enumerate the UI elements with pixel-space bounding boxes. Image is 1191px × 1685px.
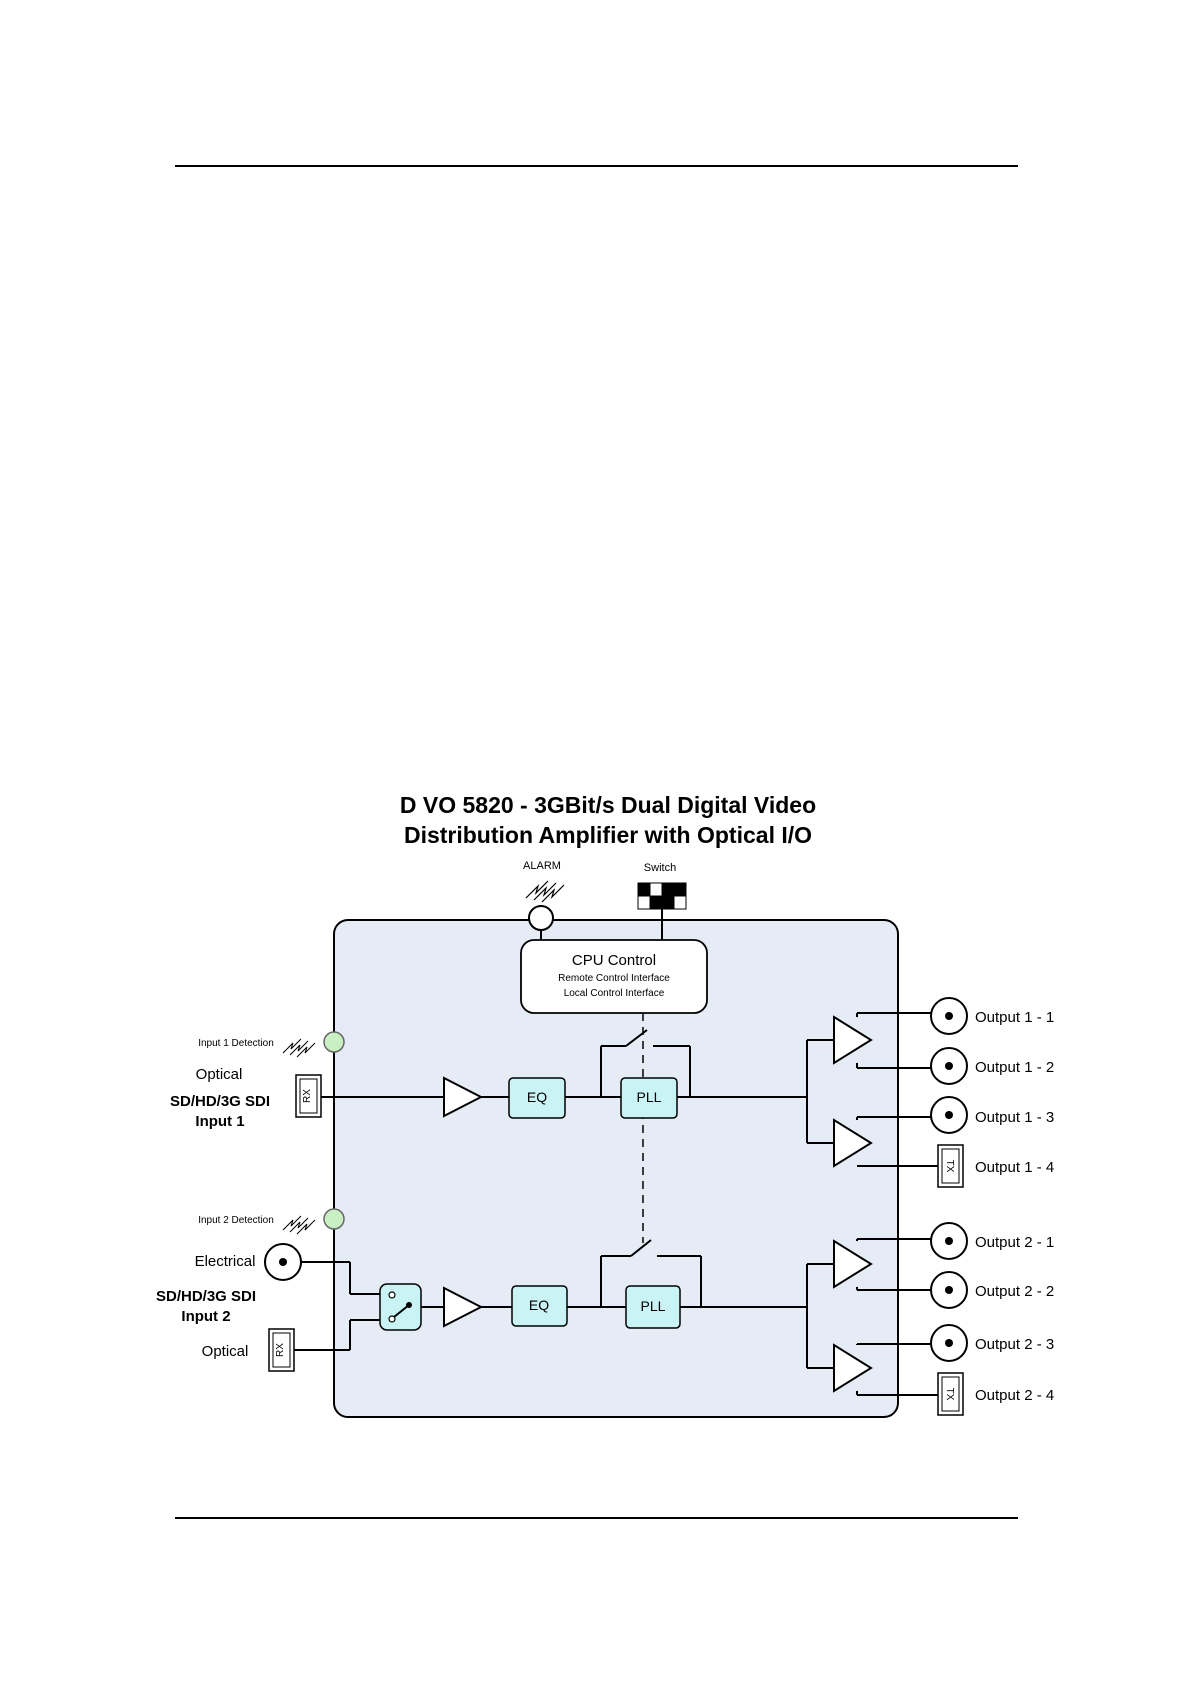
- input2-format-label: SD/HD/3G SDI: [156, 1288, 256, 1305]
- switch-label: Switch: [644, 862, 676, 874]
- input2-electrical-label: Electrical: [195, 1253, 256, 1270]
- pll1-label: PLL: [637, 1089, 662, 1105]
- input2-bnc-icon: [264, 1243, 302, 1281]
- eq1-block: [508, 1077, 566, 1119]
- output2-2-bnc-icon: [930, 1271, 968, 1309]
- header-rule: [175, 165, 1018, 167]
- input1-detection-led: [323, 1031, 345, 1053]
- output2-4-label: Output 2 - 4: [975, 1387, 1054, 1404]
- output1-4-tx-connector: TX: [937, 1144, 964, 1188]
- channel1-signal-path: [321, 1012, 938, 1167]
- output1-3-label: Output 1 - 3: [975, 1109, 1054, 1126]
- output2-4-tx-label: TX: [944, 1388, 955, 1401]
- cpu-title: CPU Control: [572, 952, 656, 969]
- channel2-signal-path: [294, 1238, 938, 1396]
- input2-optical-label: Optical: [202, 1343, 249, 1360]
- input1-amplifier: [443, 1076, 484, 1118]
- output1-4-tx-label: TX: [944, 1160, 955, 1173]
- input1-detection-label: Input 1 Detection: [198, 1038, 274, 1049]
- input1-name-label: Input 1: [195, 1113, 244, 1130]
- input1-detection-signal-icon: [282, 1038, 316, 1058]
- alarm-signal-icon: [525, 880, 565, 903]
- output2-3-bnc-icon: [930, 1324, 968, 1362]
- pll2-block: [625, 1285, 681, 1329]
- output1-1-label: Output 1 - 1: [975, 1009, 1054, 1026]
- diagram-title-line2: Distribution Amplifier with Optical I/O: [404, 822, 812, 848]
- alarm-label: ALARM: [523, 860, 561, 872]
- dip-switch-icon: [637, 882, 687, 910]
- cpu-line2: Local Control Interface: [564, 988, 665, 999]
- output2-amplifier-a: [833, 1239, 873, 1289]
- input1-rx-label: RX: [302, 1089, 313, 1103]
- output1-1-bnc-icon: [930, 997, 968, 1035]
- cpu-control-block: [520, 939, 708, 1014]
- diagram-title-line1: D VO 5820 - 3GBit/s Dual Digital Video: [400, 792, 816, 818]
- input1-type-label: Optical: [196, 1066, 243, 1083]
- input1-rx-connector: RX: [295, 1074, 322, 1118]
- input2-rx-connector: RX: [268, 1328, 295, 1372]
- output2-1-label: Output 2 - 1: [975, 1234, 1054, 1251]
- alarm-indicator: [528, 905, 554, 931]
- eq1-label: EQ: [527, 1089, 547, 1105]
- input2-name-label: Input 2: [181, 1308, 230, 1325]
- output1-amplifier-b: [833, 1118, 873, 1168]
- output2-1-bnc-icon: [930, 1222, 968, 1260]
- output1-3-bnc-icon: [930, 1096, 968, 1134]
- output1-2-bnc-icon: [930, 1047, 968, 1085]
- eq2-block: [511, 1285, 568, 1327]
- input-selector-switch: [379, 1283, 422, 1331]
- input1-format-label: SD/HD/3G SDI: [170, 1093, 270, 1110]
- output2-2-label: Output 2 - 2: [975, 1283, 1054, 1300]
- input2-amplifier: [443, 1286, 484, 1328]
- output2-3-label: Output 2 - 3: [975, 1336, 1054, 1353]
- cpu-line1: Remote Control Interface: [558, 973, 670, 984]
- pll1-block: [620, 1077, 678, 1119]
- input2-detection-signal-icon: [282, 1215, 316, 1235]
- output2-4-tx-connector: TX: [937, 1372, 964, 1416]
- pll2-label: PLL: [641, 1298, 666, 1314]
- eq2-label: EQ: [529, 1297, 549, 1313]
- output1-amplifier-a: [833, 1015, 873, 1065]
- output2-amplifier-b: [833, 1343, 873, 1393]
- output1-4-label: Output 1 - 4: [975, 1159, 1054, 1176]
- output1-2-label: Output 1 - 2: [975, 1059, 1054, 1076]
- input2-detection-label: Input 2 Detection: [198, 1215, 274, 1226]
- input2-detection-led: [323, 1208, 345, 1230]
- board: [333, 919, 899, 1418]
- input2-rx-label: RX: [275, 1343, 286, 1357]
- footer-rule: [175, 1517, 1018, 1519]
